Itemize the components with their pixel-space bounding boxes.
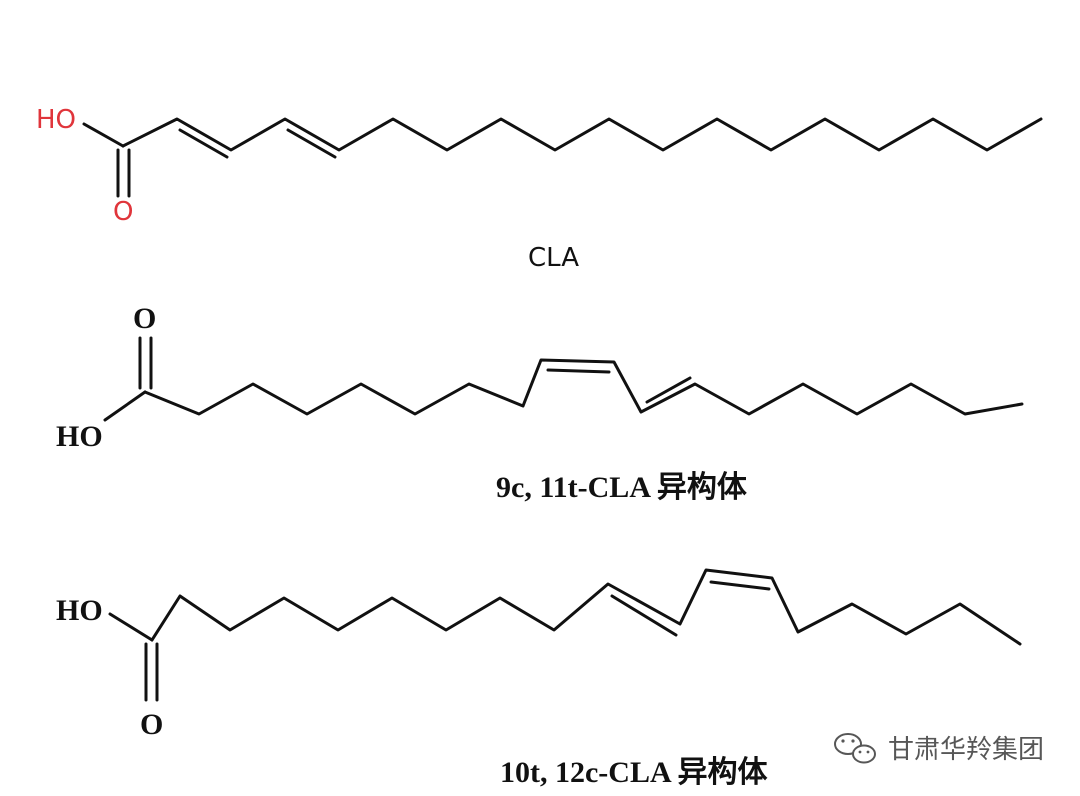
cla-double-bond-4 <box>286 128 337 159</box>
hydroxyl-label-3: HO <box>56 594 103 627</box>
c-oh-bond-1 <box>82 122 125 148</box>
cla-carbon-chain <box>121 117 1043 152</box>
cla-9c11t-trans-double-bond <box>645 376 692 404</box>
cla-10t12c-caption: 10t, 12c-CLA 异构体 <box>500 756 768 789</box>
cla-9c11t-chain <box>103 336 1024 422</box>
hydroxyl-label-2: HO <box>56 420 103 453</box>
watermark: 甘肃华羚集团 <box>834 733 1044 765</box>
watermark-text: 甘肃华羚集团 <box>888 735 1044 765</box>
carbonyl-oxygen-label-2: O <box>133 302 156 335</box>
carbonyl-oxygen-label-1: O <box>113 197 133 227</box>
cla-10t12c-cis-double-bond <box>709 580 771 591</box>
c-oh-bond-3 <box>108 612 154 642</box>
cla-9c11t-structure: O HO 9c, 11t-CLA 异构体 <box>56 302 1024 504</box>
cla-10t12c-chain <box>108 568 1022 702</box>
carbonyl-oxygen-label-3: O <box>140 708 163 741</box>
wechat-icon <box>834 733 876 764</box>
cla-caption: CLA <box>528 243 579 273</box>
cla-10t12c-structure: HO O 10t, 12c-CLA 异构体 <box>56 568 1022 789</box>
cla-10t12c-trans-double-bond <box>610 594 678 637</box>
cla-double-bond-2 <box>178 128 229 159</box>
cla-structure: HO O CLA <box>36 105 1043 273</box>
cla-9c11t-cis-double-bond <box>546 368 611 374</box>
cla-9c11t-caption: 9c, 11t-CLA 异构体 <box>496 471 748 504</box>
cla-chain <box>82 117 1043 198</box>
hydroxyl-label-1: HO <box>36 105 76 135</box>
cla-10t12c-carbon-chain <box>150 568 1022 646</box>
c-oh-bond-2 <box>103 390 147 422</box>
cla-9c11t-carbon-chain <box>143 358 1024 416</box>
